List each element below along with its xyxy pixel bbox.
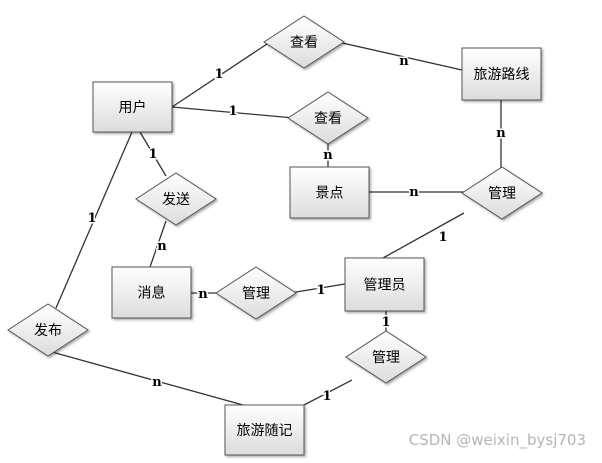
relationship-manage1-label: 管理: [488, 186, 516, 202]
relationship-manage1-diamond: [461, 166, 543, 220]
link-line-manage1-admin: [382, 212, 465, 259]
entity-user-box: [92, 81, 173, 133]
cardinality-manage2-admin: 1: [316, 283, 325, 298]
relationship-view1-label: 查看: [290, 35, 318, 51]
entity-user-label: 用户: [119, 99, 147, 116]
cardinality-user-send: 1: [148, 147, 157, 162]
cardinality-send-message: n: [157, 239, 167, 254]
relationship-manage2-diamond: [215, 266, 297, 320]
entity-route-label: 旅游路线: [474, 67, 530, 83]
cardinality-spot-manage1: n: [409, 185, 419, 200]
cardinality-message-manage2: n: [198, 287, 208, 302]
cardinality-view1-route: n: [399, 54, 409, 69]
link-line-send-message: [149, 220, 167, 268]
cardinality-user-view2: 1: [228, 104, 237, 119]
entity-admin-box: [344, 257, 425, 312]
entity-route-box: [461, 47, 542, 101]
cardinality-publish-notes: n: [152, 375, 162, 390]
cardinality-manage1-admin: 1: [438, 230, 447, 245]
relationship-send-diamond: [135, 172, 217, 226]
cardinality-user-publish: 1: [87, 211, 96, 226]
relationship-publish-label: 发布: [34, 323, 62, 339]
relationship-send-label: 发送: [162, 192, 190, 208]
cardinality-view2-spot: n: [323, 148, 333, 163]
relationship-manage3-diamond: [345, 330, 427, 384]
entity-notes-box: [224, 404, 305, 456]
link-line-user-publish: [55, 131, 133, 309]
relationship-view1-diamond: [263, 15, 345, 69]
link-line-manage3-notes: [303, 379, 353, 406]
relationship-view2-label: 查看: [314, 111, 342, 127]
entity-message-label: 消息: [138, 285, 166, 302]
relationship-manage3-label: 管理: [372, 350, 400, 366]
relationship-manage2-label: 管理: [242, 286, 270, 302]
relationship-view2-diamond: [287, 91, 369, 145]
link-line-view1-route: [337, 41, 463, 71]
link-line-publish-notes: [51, 351, 244, 406]
entity-message-box: [111, 266, 192, 319]
watermark: CSDN @weixin_bysj703: [408, 431, 586, 449]
relationship-publish-diamond: [7, 303, 89, 357]
link-line-manage2-admin: [289, 283, 346, 294]
entity-notes-label: 旅游随记: [237, 423, 293, 439]
entity-spot-label: 景点: [316, 186, 344, 202]
link-line-user-view2: [171, 106, 295, 119]
cardinality-route-manage1: n: [496, 126, 506, 141]
link-line-user-send: [139, 131, 167, 177]
cardinality-admin-manage3: 1: [381, 315, 390, 330]
entity-admin-label: 管理员: [364, 278, 406, 294]
entity-spot-box: [289, 166, 370, 219]
link-line-user-view1: [171, 41, 271, 108]
cardinality-manage3-notes: 1: [322, 389, 331, 404]
cardinality-user-view1: 1: [214, 67, 223, 82]
